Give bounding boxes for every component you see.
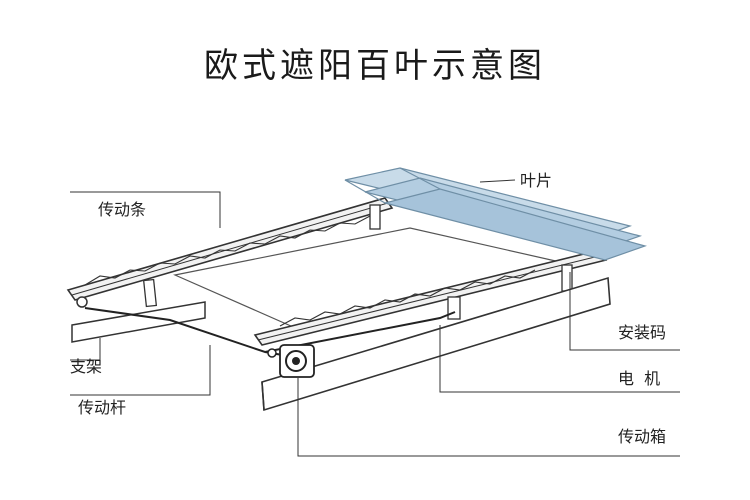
- blade-stack: [344, 167, 648, 261]
- diagram-title: 欧式遮阳百叶示意图: [204, 46, 546, 86]
- leader-drive-rod: [70, 345, 211, 396]
- leader-lines: [70, 179, 680, 457]
- leader-mount-code: [569, 272, 680, 351]
- left-beam: [71, 301, 206, 343]
- leader-bracket: [70, 338, 101, 361]
- label-drive-strip: 传动条: [98, 200, 146, 219]
- label-gearbox: 传动箱: [618, 427, 666, 446]
- leader-drive-strip: [70, 191, 221, 228]
- gearbox: [267, 344, 315, 378]
- label-blades: 叶片: [520, 171, 552, 190]
- left-rail: [66, 197, 394, 308]
- label-mount-code: 安装码: [618, 323, 666, 342]
- blade: [384, 188, 648, 261]
- label-drive-rod: 传动杆: [78, 398, 126, 417]
- leader-motor: [439, 325, 680, 393]
- leader-blades: [479, 179, 516, 183]
- label-bracket: 支架: [70, 357, 102, 376]
- leader-gearbox: [297, 378, 680, 457]
- label-motor: 电 机: [618, 369, 660, 388]
